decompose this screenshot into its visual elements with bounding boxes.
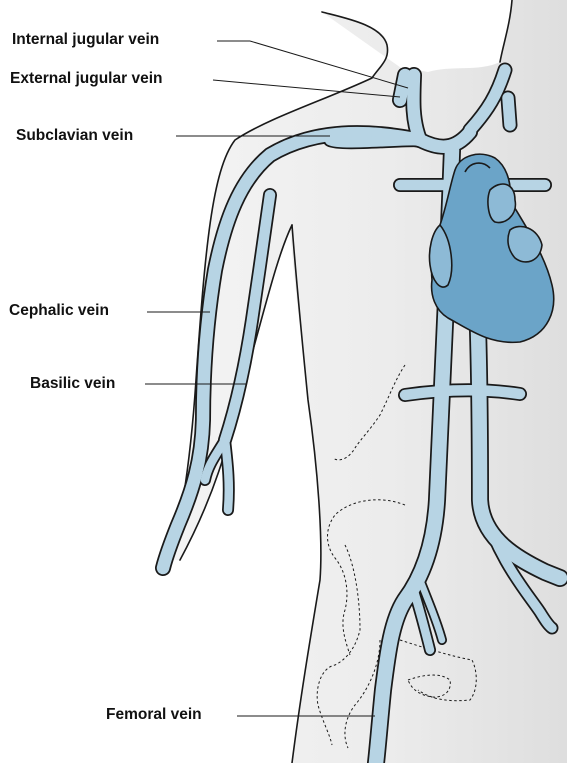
subclavian-label: Subclavian vein [16,127,133,145]
basilic-label: Basilic vein [30,375,115,393]
external-jugular-label: External jugular vein [10,70,162,88]
cephalic-label: Cephalic vein [9,302,109,320]
internal-jugular-label: Internal jugular vein [12,31,159,49]
femoral-label: Femoral vein [106,706,202,724]
